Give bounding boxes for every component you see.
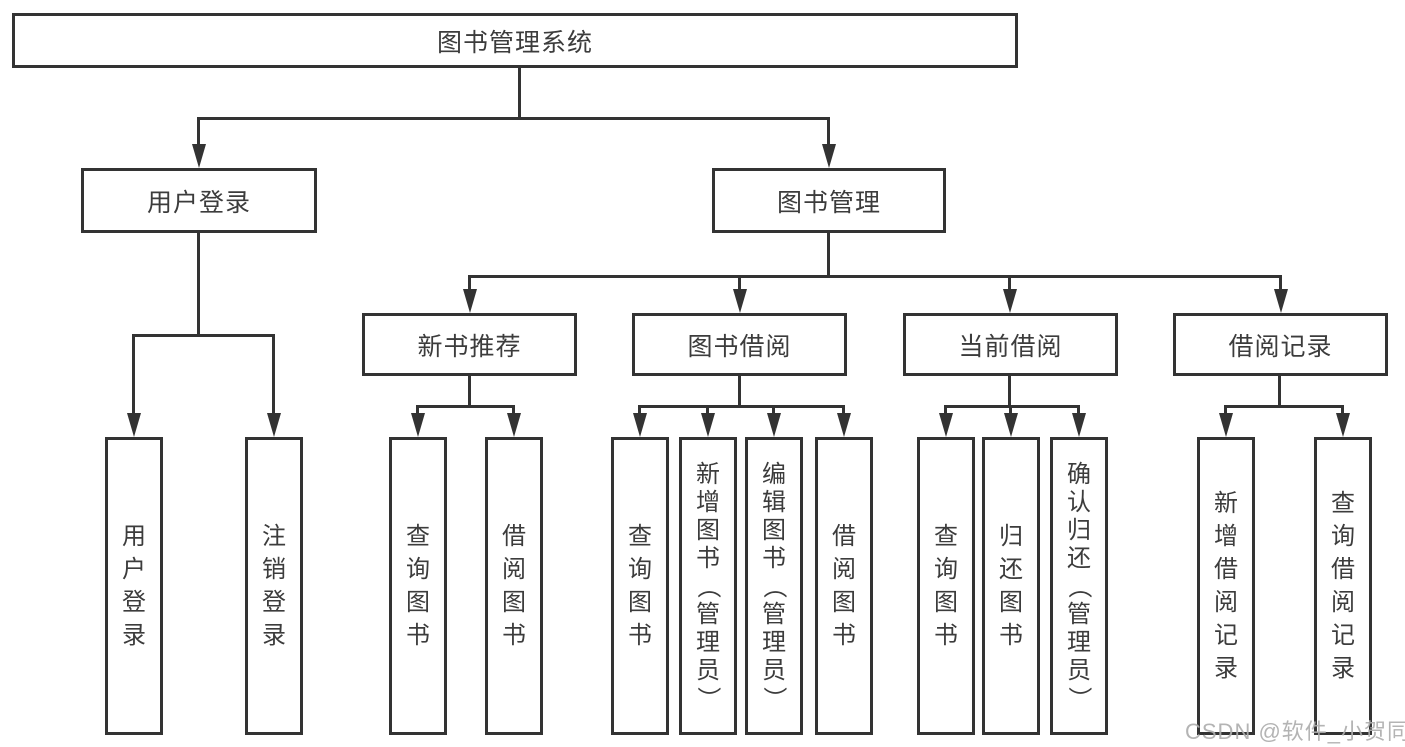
arrowhead-down-icon	[1336, 413, 1350, 437]
connector-vline	[1278, 376, 1281, 407]
arrowhead-down-icon	[633, 413, 647, 437]
leaf-return-books: 归还图书	[982, 437, 1040, 735]
connector-vline	[842, 405, 845, 415]
connector-vline	[468, 275, 471, 291]
connector-hline	[416, 405, 515, 408]
connector-vline	[468, 376, 471, 407]
connector-vline	[1279, 275, 1282, 291]
connector-vline	[132, 334, 135, 414]
leaf-borrow-books-recommend: 借阅图书	[485, 437, 543, 735]
node-current-borrowing: 当前借阅	[903, 313, 1118, 376]
connector-vline	[197, 117, 200, 146]
leaf-confirm-return-admin: 确认归还（管理员）	[1050, 437, 1108, 735]
node-library-system: 图书管理系统	[12, 13, 1018, 68]
connector-hline	[944, 405, 1080, 408]
arrowhead-down-icon	[767, 413, 781, 437]
leaf-logout: 注销登录	[245, 437, 303, 735]
node-book-management: 图书管理	[712, 168, 946, 233]
connector-vline	[272, 334, 275, 414]
leaf-query-borrow-record: 查询借阅记录	[1314, 437, 1372, 735]
connector-vline	[706, 405, 709, 415]
connector-hline	[1224, 405, 1344, 408]
arrowhead-down-icon	[1003, 289, 1017, 313]
node-borrowing-records: 借阅记录	[1173, 313, 1388, 376]
leaf-query-books-current: 查询图书	[917, 437, 975, 735]
connector-vline	[1077, 405, 1080, 415]
connector-vline	[944, 405, 947, 415]
node-book-management-label: 图书管理	[776, 188, 881, 217]
node-new-book-recommend: 新书推荐	[362, 313, 577, 376]
arrowhead-down-icon	[463, 289, 477, 313]
node-library-system-label: 图书管理系统	[436, 28, 593, 57]
arrowhead-down-icon	[127, 413, 141, 437]
connector-vline	[738, 376, 741, 407]
connector-vline	[416, 405, 419, 415]
connector-vline	[1008, 275, 1011, 291]
connector-hline	[468, 275, 1282, 278]
connector-hline	[638, 405, 845, 408]
arrowhead-down-icon	[267, 413, 281, 437]
node-user-login-label: 用户登录	[146, 188, 251, 217]
leaf-add-book-admin: 新增图书（管理员）	[679, 437, 737, 735]
leaf-query-books-borrowing: 查询图书	[611, 437, 669, 735]
connector-vline	[1008, 376, 1011, 407]
arrowhead-down-icon	[1219, 413, 1233, 437]
connector-vline	[197, 233, 200, 336]
leaf-borrow-books-borrowing: 借阅图书	[815, 437, 873, 735]
arrowhead-down-icon	[1072, 413, 1086, 437]
connector-vline	[512, 405, 515, 415]
arrowhead-down-icon	[1004, 413, 1018, 437]
node-user-login: 用户登录	[81, 168, 317, 233]
arrowhead-down-icon	[822, 144, 836, 168]
leaf-add-borrow-record: 新增借阅记录	[1197, 437, 1255, 735]
watermark: CSDN @软件_小贺同学	[1185, 719, 1405, 744]
connector-vline	[638, 405, 641, 415]
arrowhead-down-icon	[411, 413, 425, 437]
leaf-edit-book-admin: 编辑图书（管理员）	[745, 437, 803, 735]
node-new-book-recommend-label: 新书推荐	[417, 332, 522, 361]
arrowhead-down-icon	[507, 413, 521, 437]
node-borrowing-records-label: 借阅记录	[1228, 332, 1333, 361]
arrowhead-down-icon	[192, 144, 206, 168]
leaf-user-login: 用户登录	[105, 437, 163, 735]
arrowhead-down-icon	[1274, 289, 1288, 313]
connector-vline	[1224, 405, 1227, 415]
connector-vline	[1341, 405, 1344, 415]
arrowhead-down-icon	[939, 413, 953, 437]
connector-vline	[1009, 405, 1012, 415]
arrowhead-down-icon	[837, 413, 851, 437]
arrowhead-down-icon	[733, 289, 747, 313]
connector-vline	[827, 117, 830, 146]
node-book-borrowing: 图书借阅	[632, 313, 847, 376]
arrowhead-down-icon	[701, 413, 715, 437]
leaf-query-books-recommend: 查询图书	[389, 437, 447, 735]
node-current-borrowing-label: 当前借阅	[958, 332, 1063, 361]
connector-hline	[132, 334, 275, 337]
connector-hline	[197, 117, 830, 120]
connector-vline	[738, 275, 741, 291]
connector-vline	[827, 233, 830, 278]
node-book-borrowing-label: 图书借阅	[687, 332, 792, 361]
connector-vline	[772, 405, 775, 415]
connector-vline	[518, 66, 521, 118]
